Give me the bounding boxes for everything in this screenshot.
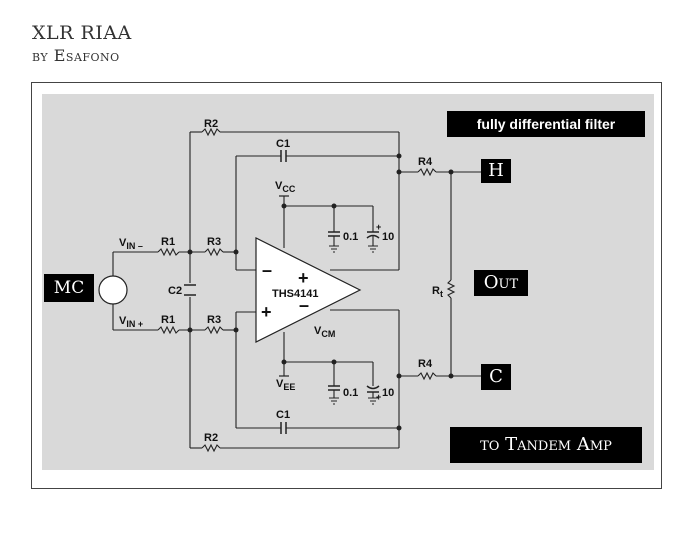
label-vee-sub: EE (283, 382, 295, 392)
mc-tag: MC (44, 274, 94, 302)
label-r3-bottom: R3 (207, 314, 221, 326)
diagram-subtitle: by Esafono (32, 46, 120, 65)
label-cap-large-top: 10 (382, 231, 394, 243)
junction-dot (233, 249, 239, 255)
h-tag: H (481, 159, 511, 183)
label-r2-top: R2 (204, 118, 218, 130)
label-rt-main: R (432, 285, 440, 297)
junction-dot (233, 327, 239, 333)
label-vee: VEE (276, 378, 295, 392)
junction-dot (187, 249, 193, 255)
label-vcc-sub: CC (282, 184, 295, 194)
label-rt: Rt (432, 285, 443, 299)
diagram-title: XLR RIAA (32, 22, 132, 44)
label-vin-minus: VIN – (119, 237, 143, 251)
ground-symbol (368, 245, 378, 253)
label-cap-small-top: 0.1 (343, 231, 358, 243)
label-vin-plus-sub: IN + (126, 319, 143, 329)
resistor-rt (446, 279, 456, 299)
diagram-panel (42, 94, 654, 470)
label-c2: C2 (168, 285, 182, 297)
junction-dot (396, 153, 402, 159)
label-vin-main: V (119, 237, 127, 249)
resistor-r1-top (157, 247, 180, 257)
junction-dot (448, 169, 454, 175)
junction-dot (396, 425, 402, 431)
filter-tag: fully differential filter (447, 111, 645, 137)
label-vcm-sub: CM (321, 329, 335, 339)
junction-dot (448, 373, 454, 379)
label-r4-bottom: R4 (418, 358, 433, 370)
label-r1-bottom: R1 (161, 314, 175, 326)
opamp-plus-top: + (298, 268, 309, 288)
label-vin-minus-sub: IN – (126, 241, 143, 251)
resistor-r2-top (201, 127, 221, 137)
label-r2-bottom: R2 (204, 432, 218, 444)
ground-symbol (329, 397, 339, 405)
label-vcc-main: V (275, 180, 283, 192)
label-vcm: VCM (314, 325, 335, 339)
capacitor-electrolytic-bottom (366, 385, 380, 390)
label-vee-main: V (276, 378, 284, 390)
label-vin-plus: VIN + (119, 315, 143, 329)
resistor-r3-bottom (204, 325, 224, 335)
c-tag: C (481, 364, 511, 390)
capacitor-electrolytic-top (366, 234, 380, 239)
opamp-symbol (255, 237, 362, 343)
resistor-r2-bottom (201, 443, 221, 453)
junction-dot (281, 359, 287, 365)
label-r3-top: R3 (207, 236, 221, 248)
junction-dot (187, 327, 193, 333)
label-r4-top: R4 (418, 156, 433, 168)
cap-plus-top: + (376, 222, 381, 232)
label-r1-top: R1 (161, 236, 175, 248)
amp-tag: to Tandem Amp (450, 427, 642, 463)
label-vin-main: V (119, 315, 127, 327)
out-tag: Out (474, 270, 528, 296)
junction-dot (281, 203, 287, 209)
label-vcc: VCC (275, 180, 296, 194)
label-rt-sub: t (440, 289, 443, 299)
resistor-r3-top (204, 247, 224, 257)
ground-symbol (368, 397, 378, 405)
resistor-r4-bottom (417, 371, 437, 381)
label-vcm-main: V (314, 325, 322, 337)
resistor-r1-bottom (157, 325, 180, 335)
resistor-r4-top (417, 167, 437, 177)
label-cap-small-bottom: 0.1 (343, 387, 358, 399)
label-cap-large-bottom: 10 (382, 387, 394, 399)
ground-symbol (329, 245, 339, 253)
label-c1-bottom: C1 (276, 409, 290, 421)
opamp-minus-top: – (262, 260, 272, 280)
mc-source-symbol (98, 275, 128, 305)
cap-plus-bottom: + (376, 392, 381, 402)
label-opamp: THS4141 (272, 288, 318, 300)
opamp-minus-bottom: – (299, 295, 309, 315)
label-c1-top: C1 (276, 138, 290, 150)
opamp-plus-bottom: + (261, 302, 272, 322)
